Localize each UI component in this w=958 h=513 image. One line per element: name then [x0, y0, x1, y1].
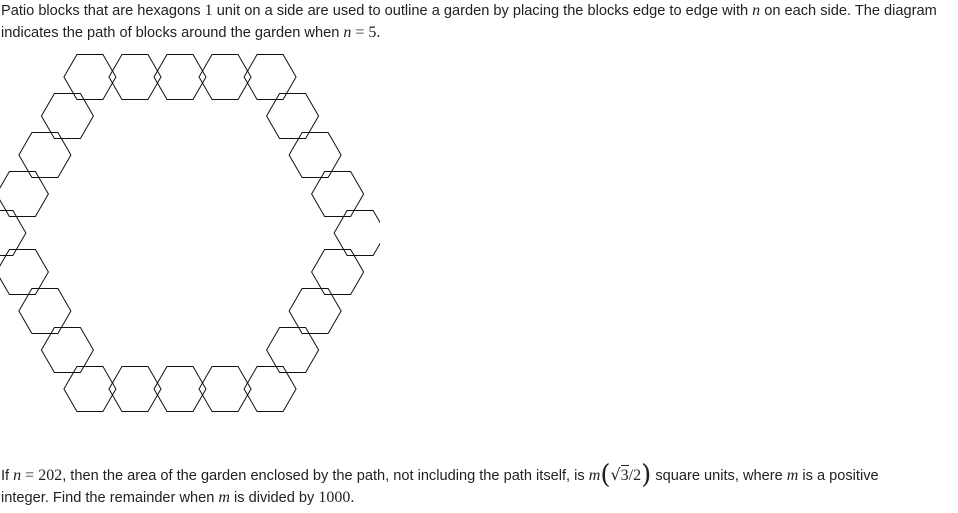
question-text: is a positive — [798, 468, 879, 484]
math-n: n — [343, 24, 352, 41]
sqrt-icon: √ — [610, 465, 621, 484]
math-1000: 1000 — [318, 489, 351, 506]
hexagon-block-22 — [153, 53, 207, 101]
intro-text: on each side. The diagram — [760, 3, 937, 19]
math-equals: = — [351, 24, 369, 41]
hexagon-path-diagram — [0, 53, 380, 413]
math-n: n — [752, 2, 761, 19]
hexagon-block-6 — [288, 287, 342, 335]
hexagon-block-19 — [40, 92, 94, 140]
math-one: 1 — [204, 2, 213, 19]
math-m: m — [588, 467, 601, 484]
math-equals: = — [21, 467, 39, 484]
hexagon-block-0 — [243, 53, 297, 101]
math-two: 2 — [633, 467, 642, 484]
question-text: is divided by — [229, 490, 319, 506]
hexagon-block-2 — [288, 131, 342, 179]
hexagon-block-1 — [266, 92, 320, 140]
math-paren-close: ) — [641, 460, 652, 490]
hexagon-block-7 — [266, 326, 320, 374]
hexagon-block-4 — [333, 209, 380, 257]
hexagon-block-3 — [311, 170, 365, 218]
math-n: n — [13, 467, 22, 484]
math-paren-open: ( — [600, 460, 611, 490]
hexagon-block-11 — [108, 365, 162, 413]
math-period: . — [376, 24, 381, 41]
math-m: m — [786, 467, 799, 484]
hexagon-block-21 — [108, 53, 162, 101]
hexagon-block-20 — [63, 53, 117, 101]
hexagon-block-12 — [63, 365, 117, 413]
hexagon-block-14 — [18, 287, 72, 335]
hexagon-block-18 — [18, 131, 72, 179]
math-m: m — [218, 489, 230, 506]
intro-text: unit on a side are used to outline a gar… — [212, 3, 753, 19]
hexagon-block-10 — [153, 365, 207, 413]
math-202: 202 — [38, 467, 63, 484]
hexagon-block-15 — [0, 248, 49, 296]
question-text: integer. Find the remainder when — [1, 490, 219, 506]
math-slash: / — [628, 467, 634, 484]
question-text: If — [1, 468, 14, 484]
math-three: 3 — [620, 465, 629, 484]
hexagon-block-17 — [0, 170, 49, 218]
math-five: 5 — [368, 24, 377, 41]
hexagon-block-9 — [198, 365, 252, 413]
intro-text: indicates the path of blocks around the … — [1, 25, 344, 41]
hexagon-block-8 — [243, 365, 297, 413]
question-text: , then the area of the garden enclosed b… — [62, 468, 589, 484]
question-text: square units, where — [651, 468, 787, 484]
hexagon-block-23 — [198, 53, 252, 101]
intro-text: Patio blocks that are hexagons — [1, 3, 205, 19]
problem-question: If n = 202, then the area of the garden … — [1, 462, 879, 509]
hexagon-block-5 — [311, 248, 365, 296]
math-period: . — [350, 489, 355, 506]
hexagon-block-13 — [40, 326, 94, 374]
problem-intro: Patio blocks that are hexagons 1 unit on… — [1, 0, 937, 44]
hexagon-block-16 — [0, 209, 27, 257]
